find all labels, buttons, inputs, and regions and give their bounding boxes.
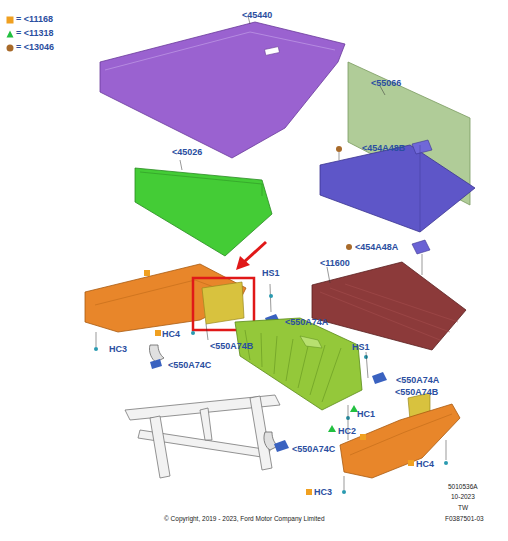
legend-swatch (7, 44, 14, 51)
legend-swatch (7, 16, 14, 23)
legend-swatch-box (6, 44, 14, 52)
panel-tab (412, 140, 432, 154)
green-triangle (350, 405, 358, 412)
green-triangle (328, 425, 336, 432)
legend-entry: = <11318 (6, 29, 54, 38)
part-callout: HC3 (314, 488, 332, 497)
part-callout: HS1 (352, 343, 370, 352)
fastener (342, 490, 346, 494)
legend-text: = <11168 (16, 15, 53, 24)
legend-entry: = <13046 (6, 43, 54, 52)
load-floor-cover (135, 168, 272, 256)
part-callout: <550A74A (396, 376, 439, 385)
floor-panel (320, 145, 475, 232)
trim-panel (202, 282, 244, 324)
part-callout: HS1 (262, 269, 280, 278)
leader-line (96, 332, 97, 347)
orange-square (306, 489, 312, 495)
part-callout: <550A74C (292, 445, 335, 454)
part-callout: <550A74C (168, 361, 211, 370)
part-callout: <45440 (242, 11, 272, 20)
legend-swatch-box (6, 30, 14, 38)
legend-entry: = <11168 (6, 15, 53, 24)
part-callout: <550A74A (285, 318, 328, 327)
orange-square (408, 460, 414, 466)
trim-ridge (350, 414, 452, 455)
leader-line (327, 267, 330, 283)
leader-line (422, 254, 423, 275)
panel-seam (420, 145, 421, 232)
orange-square (155, 330, 161, 336)
footer-text: 5010536A (448, 484, 478, 491)
footer-text: © Copyright, 2019 - 2023, Ford Motor Com… (164, 516, 325, 523)
leader-line (180, 160, 182, 170)
brown-dot (346, 244, 352, 250)
legend-swatch-box (6, 16, 14, 24)
left-trim (85, 264, 246, 332)
part-callout: <550A74B (210, 342, 253, 351)
leader-line (446, 440, 447, 460)
part-callout: <454A48B (362, 144, 405, 153)
part-callout: <454A48A (355, 243, 398, 252)
small-bracket (412, 240, 430, 254)
part-callout: <550A74B (395, 388, 438, 397)
fastener (269, 294, 273, 298)
part-callout: <11600 (320, 259, 350, 268)
footer-text: F0387501-03 (445, 516, 484, 523)
clip (372, 372, 387, 384)
orange-square (144, 270, 150, 276)
cover-ridge (140, 172, 262, 196)
part-callout: HC3 (109, 345, 127, 354)
part-callout: HC4 (416, 460, 434, 469)
leader-line (366, 352, 368, 378)
leader-line (339, 152, 340, 160)
fastener (94, 347, 98, 351)
carrier-pocket (300, 336, 322, 348)
footer-text: TW (458, 505, 468, 512)
cover-edge (105, 32, 335, 70)
right-trim (340, 404, 460, 478)
brown-dot (336, 146, 342, 152)
cargo-cover (100, 22, 345, 158)
part-callout: HC1 (357, 410, 375, 419)
support-frame (125, 395, 280, 478)
legend-text: = <11318 (16, 29, 54, 38)
part-callout: <45026 (172, 148, 202, 157)
orange-square (360, 434, 366, 440)
cover-handle (265, 47, 280, 56)
clip (274, 440, 289, 452)
leader-line (270, 284, 271, 312)
leader-line (206, 324, 208, 340)
leader-line (344, 476, 345, 490)
latch (149, 345, 164, 362)
floor-carrier (235, 318, 362, 410)
part-callout: <55066 (371, 79, 401, 88)
part-callout: HC4 (162, 330, 180, 339)
pointer-arrow (244, 242, 266, 262)
part-callout: HC2 (338, 427, 356, 436)
fastener (364, 355, 368, 359)
fastener (191, 331, 195, 335)
clip (150, 359, 162, 369)
fastener (444, 461, 448, 465)
arrow-head (236, 256, 250, 270)
footer-text: 10-2023 (451, 494, 475, 501)
legend-swatch (7, 30, 14, 37)
legend-text: = <13046 (16, 43, 54, 52)
